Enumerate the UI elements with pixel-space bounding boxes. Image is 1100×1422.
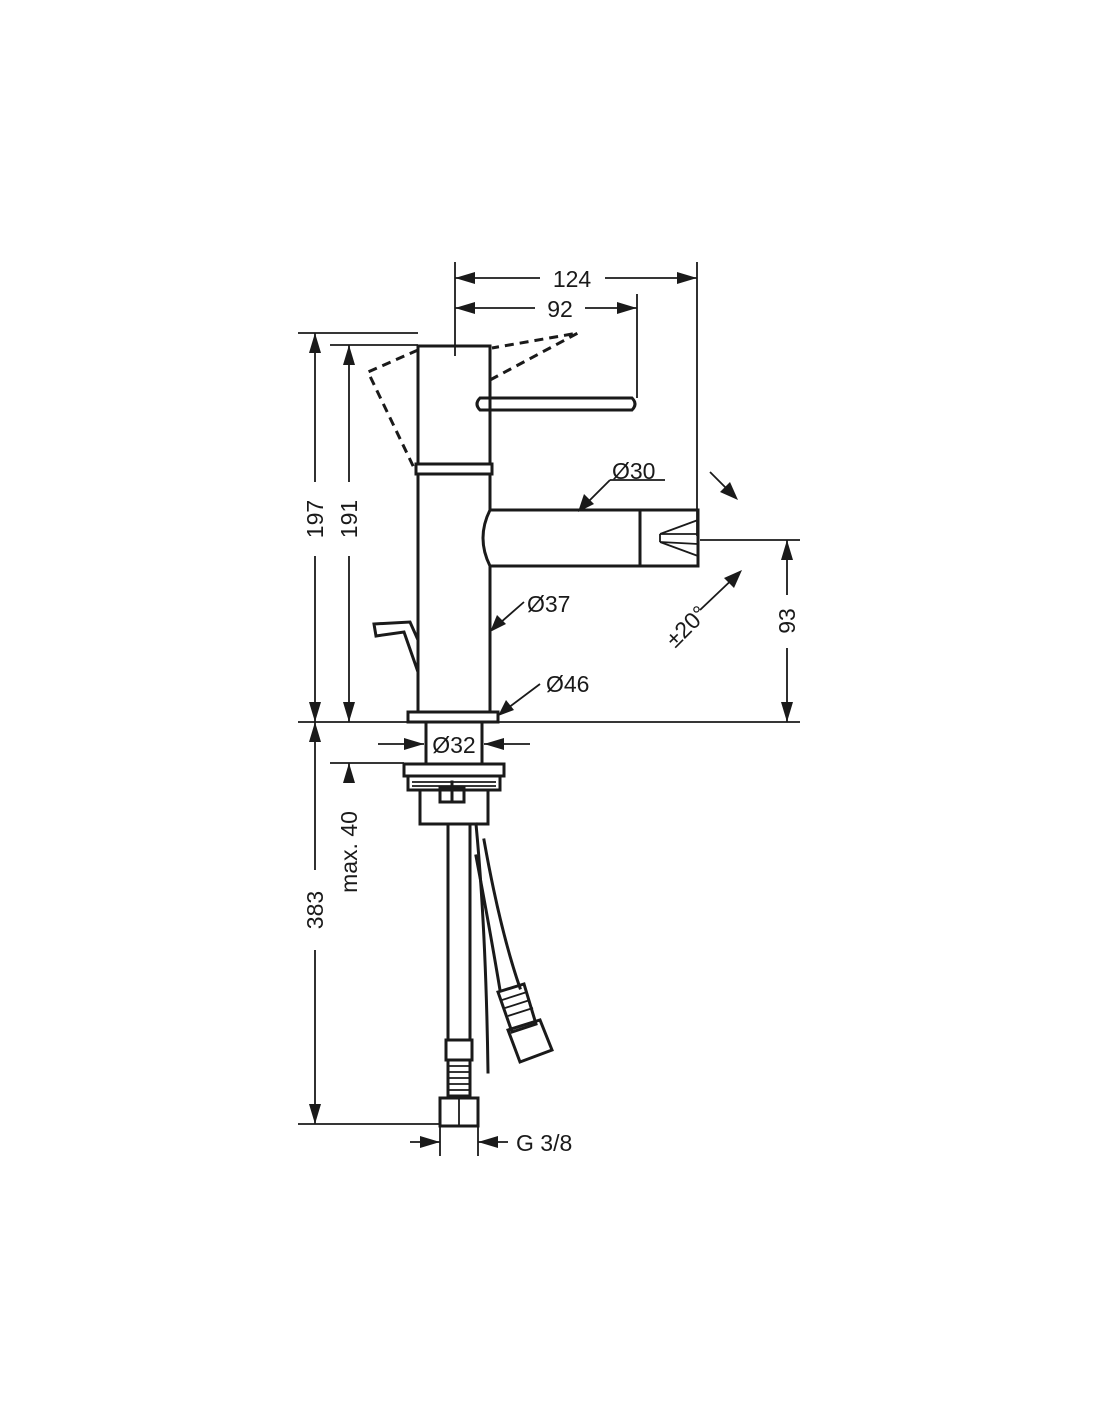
- dim-93: [781, 540, 793, 722]
- label-shank-diameter: Ø32: [432, 732, 475, 758]
- supply-hose-straight: [438, 822, 480, 1128]
- label-body-diameter: Ø37: [527, 591, 570, 617]
- mixer-body: [406, 344, 500, 724]
- label-connection-thread: G 3/8: [516, 1130, 572, 1156]
- label-hose-length: 383: [302, 891, 328, 929]
- aerator: [638, 508, 700, 568]
- mounting-clamp: [418, 788, 490, 826]
- base-rosette: [406, 710, 500, 724]
- label-height-overall: 197: [302, 500, 328, 538]
- collar: [414, 462, 494, 476]
- fixing-nut: [402, 762, 506, 778]
- dim-191: [343, 345, 355, 722]
- extension-lines: [298, 262, 800, 1156]
- dim-max-40: [343, 763, 355, 783]
- dim-angle-20: [699, 471, 742, 611]
- lever-cap: [416, 344, 492, 466]
- hose-nut-angled: [506, 1018, 554, 1064]
- lever-handle: [475, 396, 637, 412]
- label-spout-height: 93: [774, 608, 800, 634]
- leader-d30: [578, 479, 665, 512]
- supply-hose-bent: [474, 822, 554, 1074]
- leader-d37: [490, 601, 525, 632]
- dim-124: [455, 272, 697, 284]
- label-lever-reach: 92: [547, 296, 573, 322]
- label-width-overall: 124: [553, 266, 592, 292]
- dim-92: [455, 302, 637, 314]
- dim-197: [309, 333, 321, 722]
- dim-g38: [410, 1136, 508, 1148]
- label-spout-diameter: Ø30: [612, 458, 655, 484]
- label-base-diameter: Ø46: [546, 671, 589, 697]
- popup-waste-rod: [372, 620, 420, 673]
- label-max-deck-thickness: max. 40: [336, 811, 362, 893]
- spout: [481, 508, 642, 568]
- leader-d46: [498, 683, 541, 716]
- lever-swivel-outline: [365, 331, 579, 473]
- dim-383: [309, 722, 321, 1124]
- label-swivel-angle: ±20°: [660, 600, 712, 652]
- label-height-body: 191: [336, 500, 362, 538]
- dim-d32: [378, 738, 530, 750]
- under-deck-assembly: [402, 720, 554, 1128]
